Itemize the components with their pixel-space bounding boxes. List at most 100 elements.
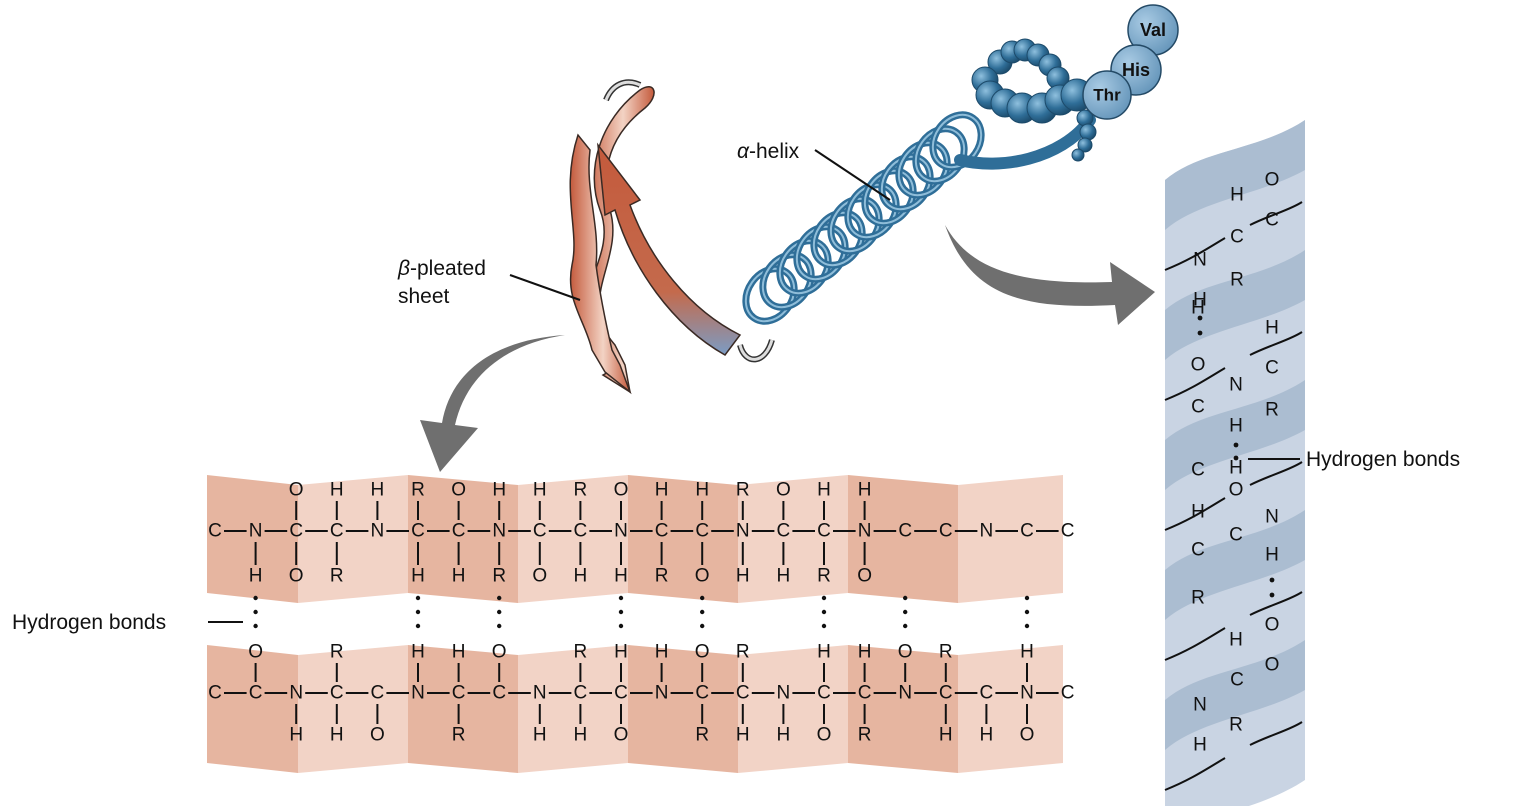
beta-strand-top-substituent-up: O bbox=[776, 480, 791, 501]
hydrogen-bond-dot bbox=[1269, 592, 1275, 598]
beta-strand-bottom-atom: C bbox=[249, 683, 263, 704]
beta-strand-top-substituent-down: R bbox=[655, 566, 669, 587]
beta-strand-top-atom: C bbox=[777, 521, 791, 542]
beta-strand-top-substituent-up: H bbox=[533, 480, 547, 501]
alpha-helix-atom: C bbox=[1191, 397, 1205, 418]
alpha-helix-atom: H bbox=[1191, 298, 1205, 319]
beta-strand-top-atom: N bbox=[980, 521, 994, 542]
alpha-helix-atom: H bbox=[1229, 416, 1243, 437]
beta-strand-top-substituent-up: R bbox=[411, 480, 425, 501]
beta-strand-bottom-atom: C bbox=[452, 683, 466, 704]
beta-sheet-top-band-segment bbox=[628, 475, 738, 603]
beta-strand-top-substituent-up: H bbox=[371, 480, 385, 501]
beta-strand-top-substituent-up: R bbox=[574, 480, 588, 501]
hydrogen-bond-dot bbox=[700, 623, 705, 629]
hydrogen-bond-dot bbox=[497, 609, 502, 615]
alpha-helix-atom: H bbox=[1193, 735, 1207, 756]
hydrogen-bond-dot bbox=[821, 609, 827, 615]
alpha-helix-backbone-line bbox=[1164, 591, 1303, 661]
beta-strand-bottom-substituent-up: R bbox=[736, 642, 750, 663]
hydrogen-bond-dot bbox=[821, 623, 827, 629]
hydrogen-bond-dot bbox=[253, 609, 258, 615]
beta-strand-top-substituent-up: H bbox=[330, 480, 344, 501]
alpha-helix-atom: H bbox=[1230, 185, 1244, 206]
hydrogen-bond-dot bbox=[1024, 609, 1030, 615]
amino-acid-chain-beads bbox=[971, 38, 1097, 162]
alpha-helix-atom: C bbox=[1191, 460, 1205, 481]
hydrogen-bond-dot bbox=[1233, 442, 1239, 448]
beta-strand-top-atom: C bbox=[574, 521, 588, 542]
hydrogen-bond-dot bbox=[415, 595, 421, 601]
hydrogen-bond-dot bbox=[618, 609, 624, 615]
beta-strand-bottom-substituent-down: H bbox=[736, 725, 750, 746]
beta-strand-bottom-atom: N bbox=[1020, 683, 1034, 704]
beta-sheet-bottom-band-segment bbox=[848, 645, 958, 773]
hydrogen-bond-dot bbox=[1024, 623, 1030, 629]
alpha-helix-atom: N bbox=[1193, 695, 1207, 716]
beta-strand-bottom-substituent-up: R bbox=[574, 642, 588, 663]
beta-strand-bottom-atom: N bbox=[411, 683, 425, 704]
hydrogen-bond-dot bbox=[618, 623, 624, 629]
beta-strand-bottom-atom: C bbox=[330, 683, 344, 704]
beta-strand-top-substituent-up: R bbox=[736, 480, 750, 501]
alpha-helix-ribbon-fold bbox=[1165, 120, 1305, 230]
beta-strand-top-substituent-up: O bbox=[614, 480, 629, 501]
beta-sheet-bottom-band-segment bbox=[207, 645, 298, 773]
beta-sheet-top-band-segment bbox=[518, 475, 628, 603]
beta-strand-bottom-substituent-up: R bbox=[330, 642, 344, 663]
beta-strand-bottom-substituent-up: H bbox=[817, 642, 831, 663]
alpha-helix-backbone-line bbox=[1164, 201, 1303, 271]
alpha-helix-atom: O bbox=[1265, 615, 1280, 636]
beta-strand-bottom-substituent-down: H bbox=[289, 725, 303, 746]
beta-sheet-hydrogen-bond-dots bbox=[253, 595, 1030, 629]
beta-strand-ribbon bbox=[569, 79, 775, 395]
beta-strand-bottom-substituent-down: H bbox=[939, 725, 953, 746]
alpha-helix-atom: H bbox=[1265, 545, 1279, 566]
beta-strand-top-substituent-down: R bbox=[817, 566, 831, 587]
beta-strand-bottom-atom: C bbox=[858, 683, 872, 704]
beta-strand-top-atom: C bbox=[817, 521, 831, 542]
alpha-helix-ribbon-background bbox=[1165, 120, 1305, 806]
beta-strand-top-substituent-down: H bbox=[777, 566, 791, 587]
beta-sheet-background bbox=[207, 475, 1063, 773]
beta-strand-top-atom: N bbox=[736, 521, 750, 542]
beta-sheet-top-band-segment bbox=[738, 475, 848, 603]
hydrogen-bond-dot bbox=[253, 595, 258, 601]
hydrogen-bond-dot bbox=[903, 595, 908, 601]
beta-strand-bottom-atom: C bbox=[980, 683, 994, 704]
beta-strand-top-atom: N bbox=[858, 521, 872, 542]
beta-strand-bottom-substituent-up: H bbox=[411, 642, 425, 663]
beta-strand-bottom-atom: C bbox=[939, 683, 953, 704]
beta-strand-bottom-atom: N bbox=[533, 683, 547, 704]
hydrogen-bond-dot bbox=[1024, 595, 1030, 601]
alpha-helix-turn-highlight bbox=[931, 113, 983, 169]
beta-strand-top-substituent-down: O bbox=[289, 566, 304, 587]
beta-strand-top-atom: C bbox=[208, 521, 222, 542]
hydrogen-bond-dot bbox=[1269, 577, 1275, 583]
beta-strand-top-atom: N bbox=[249, 521, 263, 542]
beta-strand-bottom-atom: N bbox=[289, 683, 303, 704]
beta-strand-top-atom: C bbox=[533, 521, 547, 542]
beta-strand-top-atom: C bbox=[1061, 521, 1075, 542]
beta-strand-top-substituent-up: H bbox=[817, 480, 831, 501]
beta-strand-top-substituent-down: H bbox=[452, 566, 466, 587]
beta-strand-top-atom: C bbox=[330, 521, 344, 542]
alpha-helix-atom: O bbox=[1265, 655, 1280, 676]
svg-text:Thr: Thr bbox=[1093, 86, 1121, 105]
beta-sheet-top-band-segment bbox=[298, 475, 408, 603]
hydrogen-bond-dot bbox=[497, 595, 502, 601]
beta-strand-bottom-substituent-up: O bbox=[898, 642, 913, 663]
beta-sheet-top-band-segment bbox=[958, 475, 1063, 603]
alpha-helix-ribbon-fold bbox=[1165, 510, 1305, 620]
beta-strand-bottom-substituent-down: R bbox=[695, 725, 709, 746]
alpha-helix-atom: O bbox=[1229, 480, 1244, 501]
beta-strand-top-atom: C bbox=[655, 521, 669, 542]
beta-strand-top-substituent-up: H bbox=[858, 480, 872, 501]
alpha-helix-atom: C bbox=[1229, 525, 1243, 546]
hydrogen-bond-dot bbox=[700, 595, 705, 601]
beta-strand-top-atom: C bbox=[1020, 521, 1034, 542]
beta-strand-bottom-substituent-down: H bbox=[777, 725, 791, 746]
beta-strand-bottom-substituent-up: H bbox=[858, 642, 872, 663]
beta-strand-bottom-atom: C bbox=[371, 683, 385, 704]
